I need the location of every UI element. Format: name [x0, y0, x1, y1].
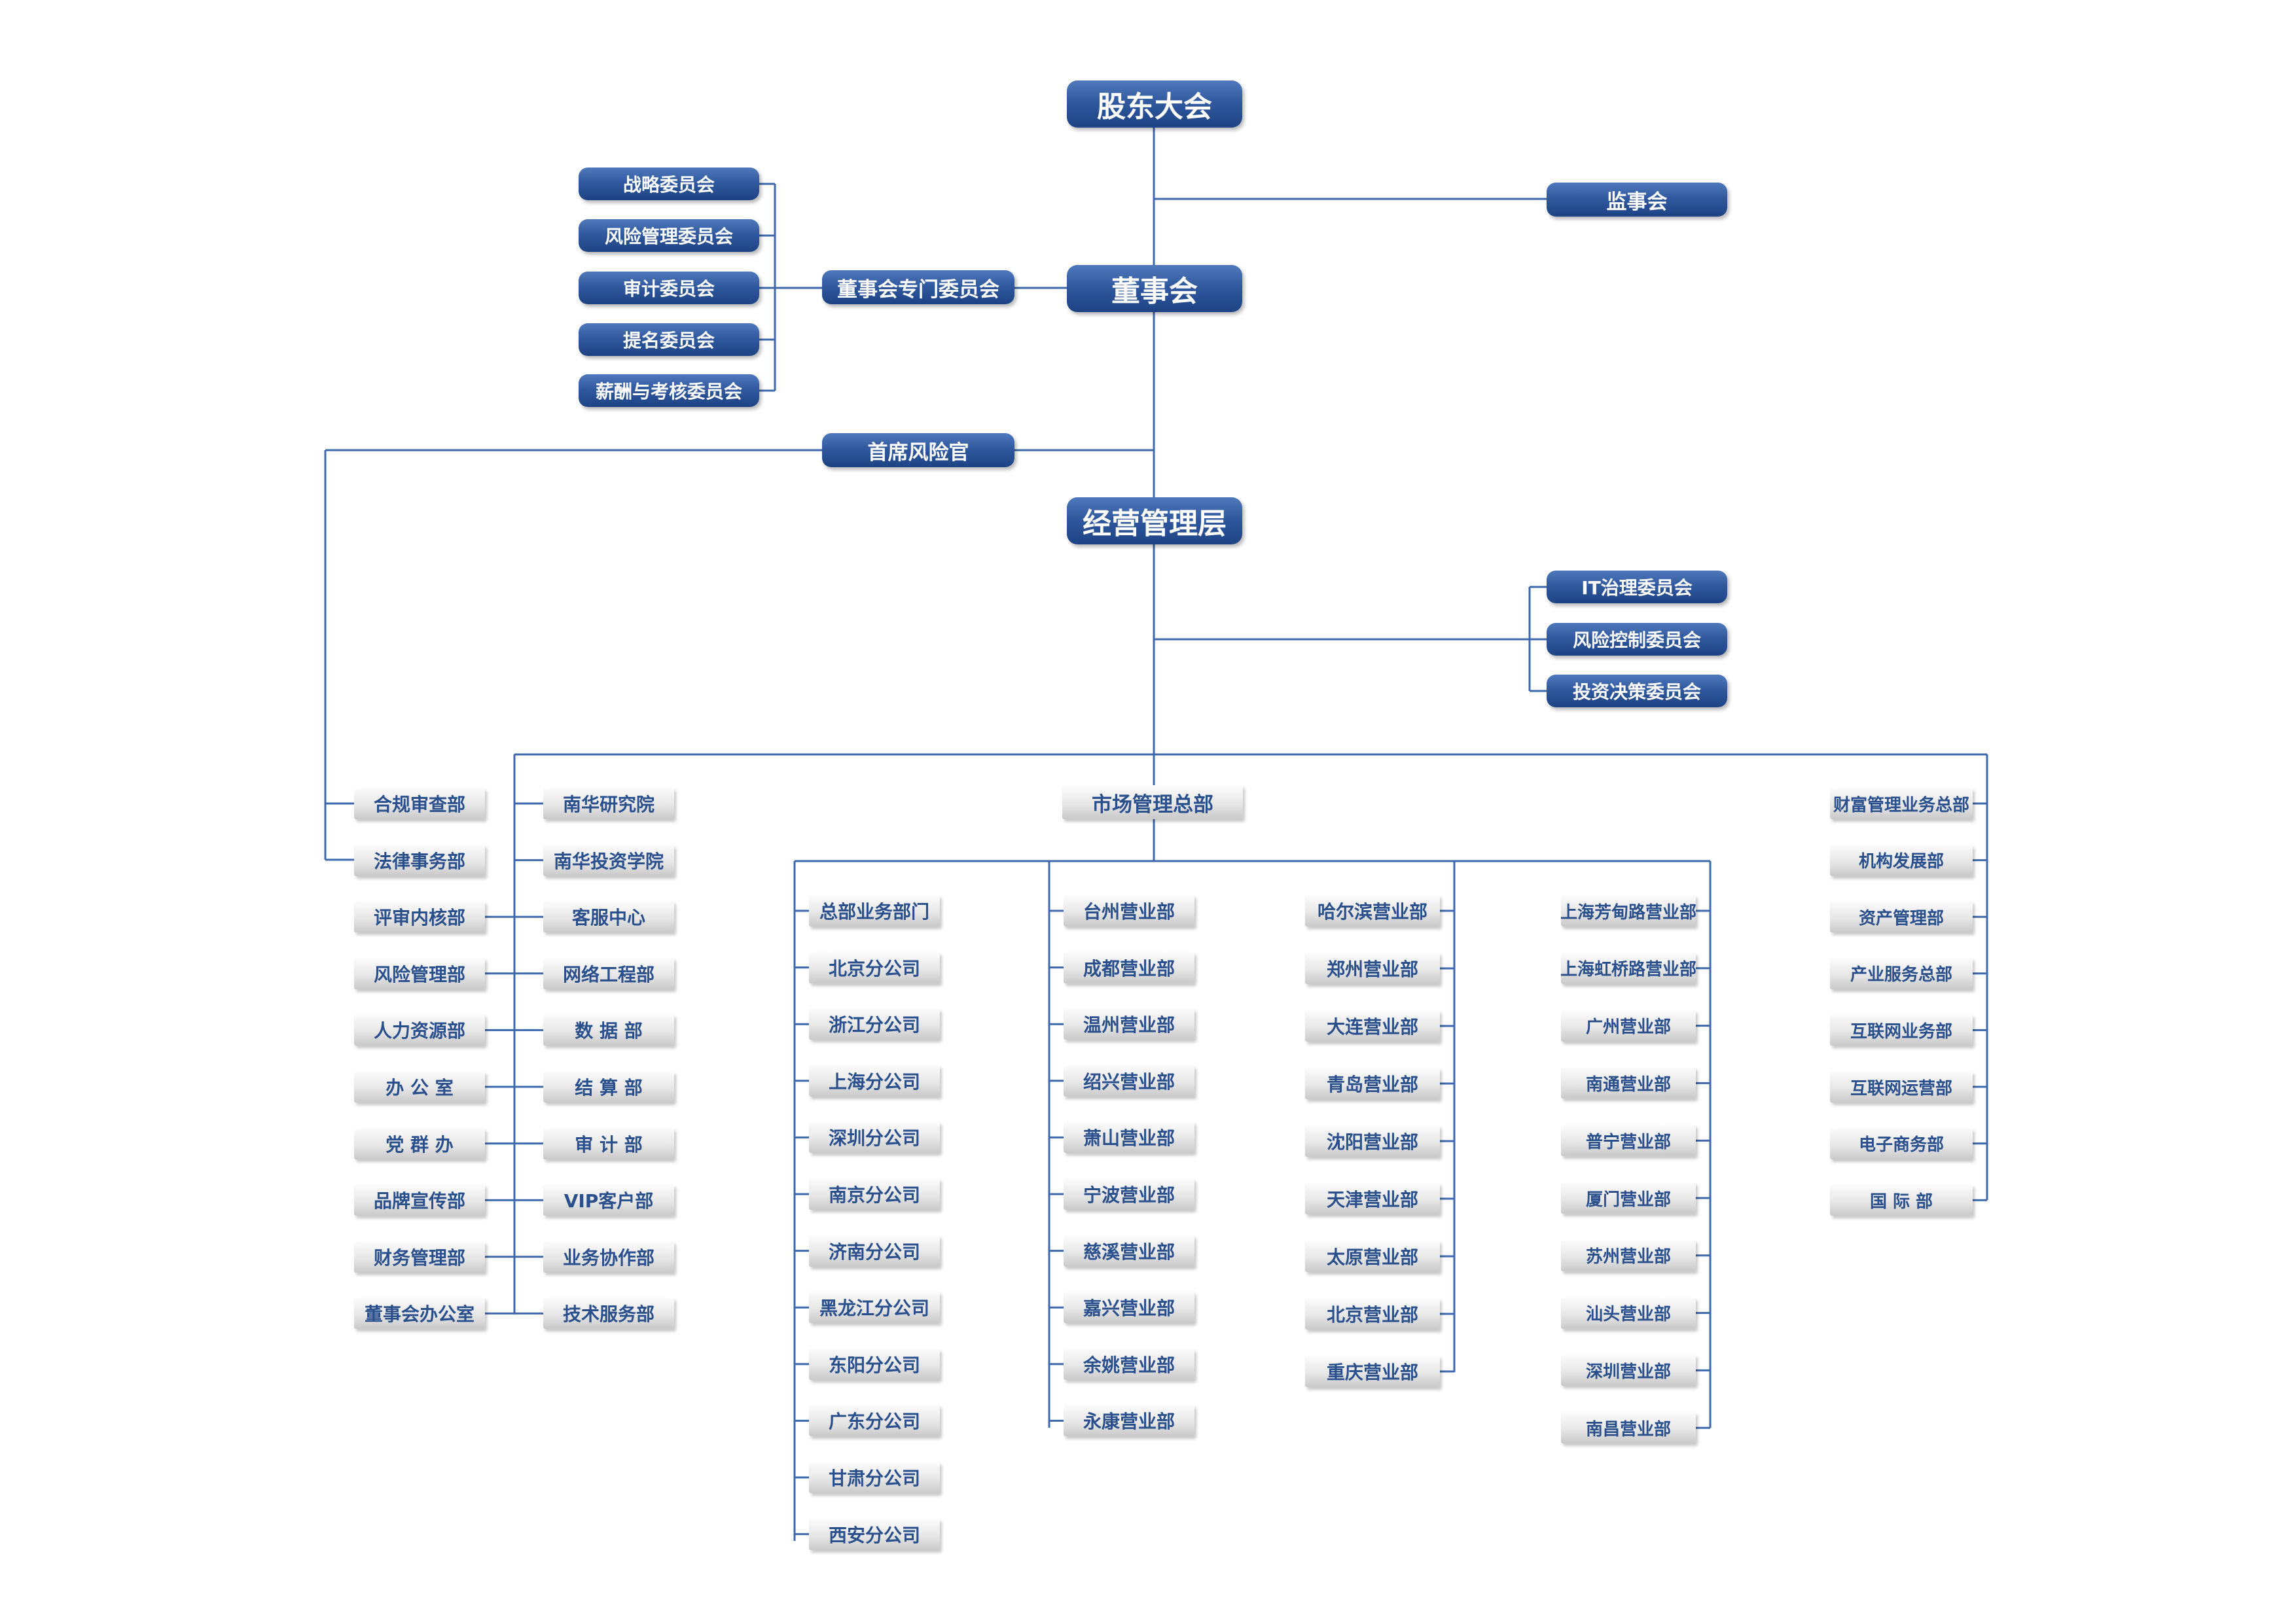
market-col1-item: 甘肃分公司 — [809, 1462, 940, 1493]
market-col4-item: 上海芳甸路营业部 — [1560, 895, 1696, 927]
node-board-of-directors: 董事会 — [1067, 265, 1242, 312]
left-dept-col1-item: 董事会办公室 — [354, 1297, 485, 1330]
market-col3-item: 郑州营业部 — [1305, 953, 1440, 984]
left-dept-col1-item: 合规审查部 — [354, 788, 485, 819]
market-col2-item: 余姚营业部 — [1064, 1348, 1194, 1380]
board-committee-item: 战略委员会 — [579, 168, 759, 200]
market-col2-item: 嘉兴营业部 — [1064, 1292, 1194, 1324]
management-committee-item: 投资决策委员会 — [1547, 675, 1727, 707]
market-col1-item: 北京分公司 — [809, 951, 940, 983]
market-col2-item: 绍兴营业部 — [1064, 1065, 1194, 1097]
board-committee-item: 审计委员会 — [579, 272, 759, 304]
right-dept-item: 国 际 部 — [1830, 1184, 1973, 1216]
node-market-head: 市场管理总部 — [1062, 785, 1243, 819]
market-col1-item: 广东分公司 — [809, 1405, 940, 1437]
left-dept-col2-item: 结 算 部 — [543, 1071, 674, 1103]
market-col2-item: 台州营业部 — [1064, 895, 1194, 927]
market-col3-item: 太原营业部 — [1305, 1241, 1440, 1272]
market-col1-item: 西安分公司 — [809, 1518, 940, 1550]
market-col2-item: 慈溪营业部 — [1064, 1235, 1194, 1267]
market-col2-item: 永康营业部 — [1064, 1405, 1194, 1437]
market-col3-item: 重庆营业部 — [1305, 1356, 1440, 1387]
left-dept-col2-item: 南华投资学院 — [543, 844, 674, 876]
market-col2-item: 温州营业部 — [1064, 1008, 1194, 1040]
market-col1-item: 浙江分公司 — [809, 1008, 940, 1040]
market-col4-item: 南通营业部 — [1561, 1067, 1696, 1099]
right-dept-item: 资产管理部 — [1830, 901, 1973, 933]
market-col1-item: 黑龙江分公司 — [809, 1292, 940, 1324]
node-chief-risk-officer: 首席风险官 — [822, 433, 1014, 467]
left-dept-col1-item: 党 群 办 — [354, 1127, 485, 1159]
left-dept-col1-item: 品牌宣传部 — [354, 1184, 485, 1216]
left-dept-col2-item: 网络工程部 — [543, 957, 674, 989]
left-dept-col2-item: 数 据 部 — [543, 1014, 674, 1046]
left-dept-col2-item: 客服中心 — [543, 901, 674, 933]
node-management: 经营管理层 — [1067, 497, 1242, 544]
right-dept-item: 财富管理业务总部 — [1830, 788, 1973, 819]
left-dept-col1-item: 人力资源部 — [354, 1014, 485, 1046]
management-committee-item: IT治理委员会 — [1547, 571, 1727, 603]
market-col4-item: 广州营业部 — [1561, 1010, 1696, 1042]
left-dept-col1-item: 办 公 室 — [354, 1071, 485, 1103]
right-dept-item: 机构发展部 — [1830, 844, 1973, 876]
left-dept-col2-item: 南华研究院 — [543, 788, 674, 819]
market-col4-item: 上海虹桥路营业部 — [1560, 952, 1696, 984]
market-col1-item: 深圳分公司 — [809, 1121, 940, 1154]
node-board-committee-group: 董事会专门委员会 — [822, 270, 1014, 304]
market-col4-item: 苏州营业部 — [1561, 1239, 1696, 1271]
management-committee-item: 风险控制委员会 — [1547, 623, 1727, 656]
right-dept-item: 电子商务部 — [1830, 1127, 1973, 1159]
market-col3-item: 天津营业部 — [1305, 1183, 1440, 1214]
left-dept-col2-item: 业务协作部 — [543, 1241, 674, 1273]
left-dept-col2-item: 技术服务部 — [543, 1297, 674, 1330]
left-dept-col1-item: 评审内核部 — [354, 901, 485, 933]
right-dept-item: 互联网运营部 — [1830, 1071, 1973, 1103]
market-col3-item: 北京营业部 — [1305, 1298, 1440, 1330]
market-col1-item: 上海分公司 — [809, 1065, 940, 1097]
market-col1-item: 总部业务部门 — [809, 895, 940, 927]
market-col3-item: 哈尔滨营业部 — [1305, 895, 1440, 927]
market-col1-item: 济南分公司 — [809, 1235, 940, 1267]
market-col4-item: 南昌营业部 — [1561, 1412, 1696, 1444]
left-dept-col2-item: 审 计 部 — [543, 1127, 674, 1159]
board-committee-item: 薪酬与考核委员会 — [579, 374, 759, 407]
market-col4-item: 汕头营业部 — [1561, 1297, 1696, 1329]
board-committee-item: 风险管理委员会 — [579, 219, 759, 252]
market-col3-item: 沈阳营业部 — [1305, 1125, 1440, 1157]
node-shareholders-meeting: 股东大会 — [1067, 80, 1242, 128]
market-col1-item: 东阳分公司 — [809, 1348, 940, 1380]
left-dept-col1-item: 风险管理部 — [354, 957, 485, 989]
left-dept-col1-item: 法律事务部 — [354, 844, 485, 876]
left-dept-col1-item: 财务管理部 — [354, 1241, 485, 1273]
market-col3-item: 青岛营业部 — [1305, 1068, 1440, 1099]
right-dept-item: 产业服务总部 — [1830, 957, 1973, 989]
market-col4-item: 厦门营业部 — [1561, 1182, 1696, 1214]
market-col1-item: 南京分公司 — [809, 1178, 940, 1210]
board-committee-item: 提名委员会 — [579, 323, 759, 356]
market-col2-item: 宁波营业部 — [1064, 1178, 1194, 1210]
market-col2-item: 成都营业部 — [1064, 951, 1194, 983]
node-supervisors: 监事会 — [1547, 183, 1727, 217]
market-col4-item: 深圳营业部 — [1561, 1354, 1696, 1386]
market-col4-item: 普宁营业部 — [1561, 1125, 1696, 1157]
right-dept-item: 互联网业务部 — [1830, 1014, 1973, 1046]
market-col3-item: 大连营业部 — [1305, 1010, 1440, 1042]
left-dept-col2-item: VIP客户部 — [543, 1184, 674, 1216]
market-col2-item: 萧山营业部 — [1064, 1121, 1194, 1154]
